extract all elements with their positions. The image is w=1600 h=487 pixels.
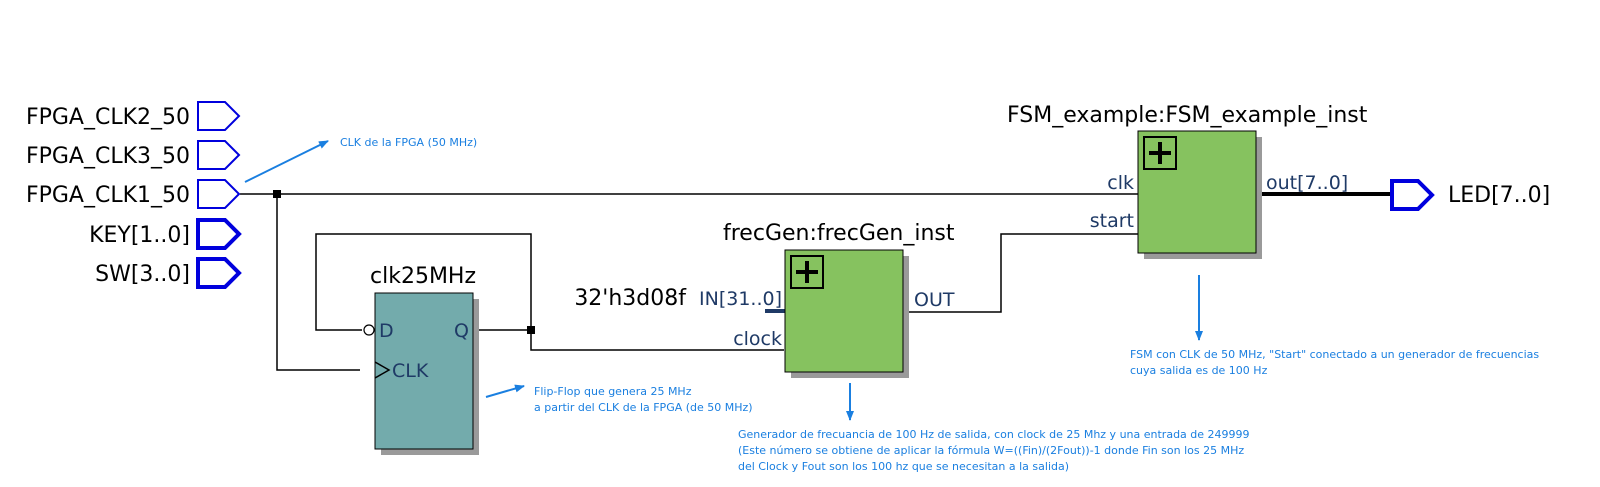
output-port: LED[7..0] [1390,179,1550,211]
pin-out-label: out[7..0] [1266,172,1348,194]
junction-dot [273,190,281,198]
note-fsm-2: cuya salida es de 100 Hz [1130,364,1268,377]
block-title: FSM_example:FSM_example_inst [1007,103,1368,128]
clock-triangle-icon [374,361,391,379]
block-flipflop[interactable]: clk25MHz D Q CLK [363,264,479,455]
pin-clk-label: CLK [392,360,429,382]
pin-clk-label: clk [1107,172,1134,194]
block-frecgen[interactable]: frecGen:frecGen_inst 32'h3d08f IN[31..0]… [574,221,955,378]
expand-icon[interactable] [1143,136,1177,170]
input-ports: FPGA_CLK2_50 FPGA_CLK3_50 FPGA_CLK1_50 K… [26,101,242,289]
pin-q-label: Q [454,320,469,342]
note-fsm-1: FSM con CLK de 50 MHz, "Start" conectado… [1130,348,1539,361]
invert-bubble [363,324,375,336]
pin-in-label: IN[31..0] [699,288,782,310]
junction-dot [527,326,535,334]
wire-feedback-loop [315,233,532,331]
block-title: clk25MHz [370,264,476,289]
annotations: CLK de la FPGA (50 MHz) Flip-Flop que ge… [340,136,1539,473]
arrow-flipflop [485,384,525,398]
block-fsm[interactable]: FSM_example:FSM_example_inst clk start o… [1007,103,1368,259]
wire-frecgen-out-to-fsm-start [884,233,1158,313]
note-flipflop-2: a partir del CLK de la FPGA (de 50 MHz) [534,401,753,414]
note-frecgen-2: (Este número se obtiene de aplicar la fó… [738,444,1244,457]
input-label-clk1: FPGA_CLK1_50 [26,183,190,208]
arrow-fpga-clk [244,140,329,183]
note-frecgen-1: Generador de frecuancia de 100 Hz de sal… [738,428,1250,441]
input-label-clk2: FPGA_CLK2_50 [26,105,190,130]
pin-clock-label: clock [733,328,782,350]
pin-d-label: D [379,320,394,342]
pin-start-label: start [1090,210,1134,232]
port-icon [197,179,241,209]
block-body[interactable] [1137,130,1257,254]
input-label-sw: SW[3..0] [95,262,190,287]
wires [240,193,1158,371]
port-icon [196,218,242,250]
wire-clk50-to-flipflop-clk [276,194,360,371]
expand-icon[interactable] [790,255,824,289]
const-value: 32'h3d08f [574,286,687,311]
annotation-arrows [244,140,1203,421]
block-body[interactable] [374,292,474,450]
input-label-key: KEY[1..0] [89,223,190,248]
output-label-led: LED[7..0] [1448,183,1550,208]
block-title: frecGen:frecGen_inst [723,221,955,246]
note-frecgen-3: del Clock y Fout son los 100 hz que se n… [738,460,1069,473]
port-icon [196,257,242,289]
input-label-clk3: FPGA_CLK3_50 [26,144,190,169]
port-icon [197,101,241,131]
wire-25mhz-to-frecgen-clock [530,330,784,351]
note-fpga-clk: CLK de la FPGA (50 MHz) [340,136,477,149]
pin-out-label: OUT [914,289,955,311]
port-icon [1390,179,1435,211]
note-flipflop-1: Flip-Flop que genera 25 MHz [534,385,692,398]
port-icon [197,140,241,170]
